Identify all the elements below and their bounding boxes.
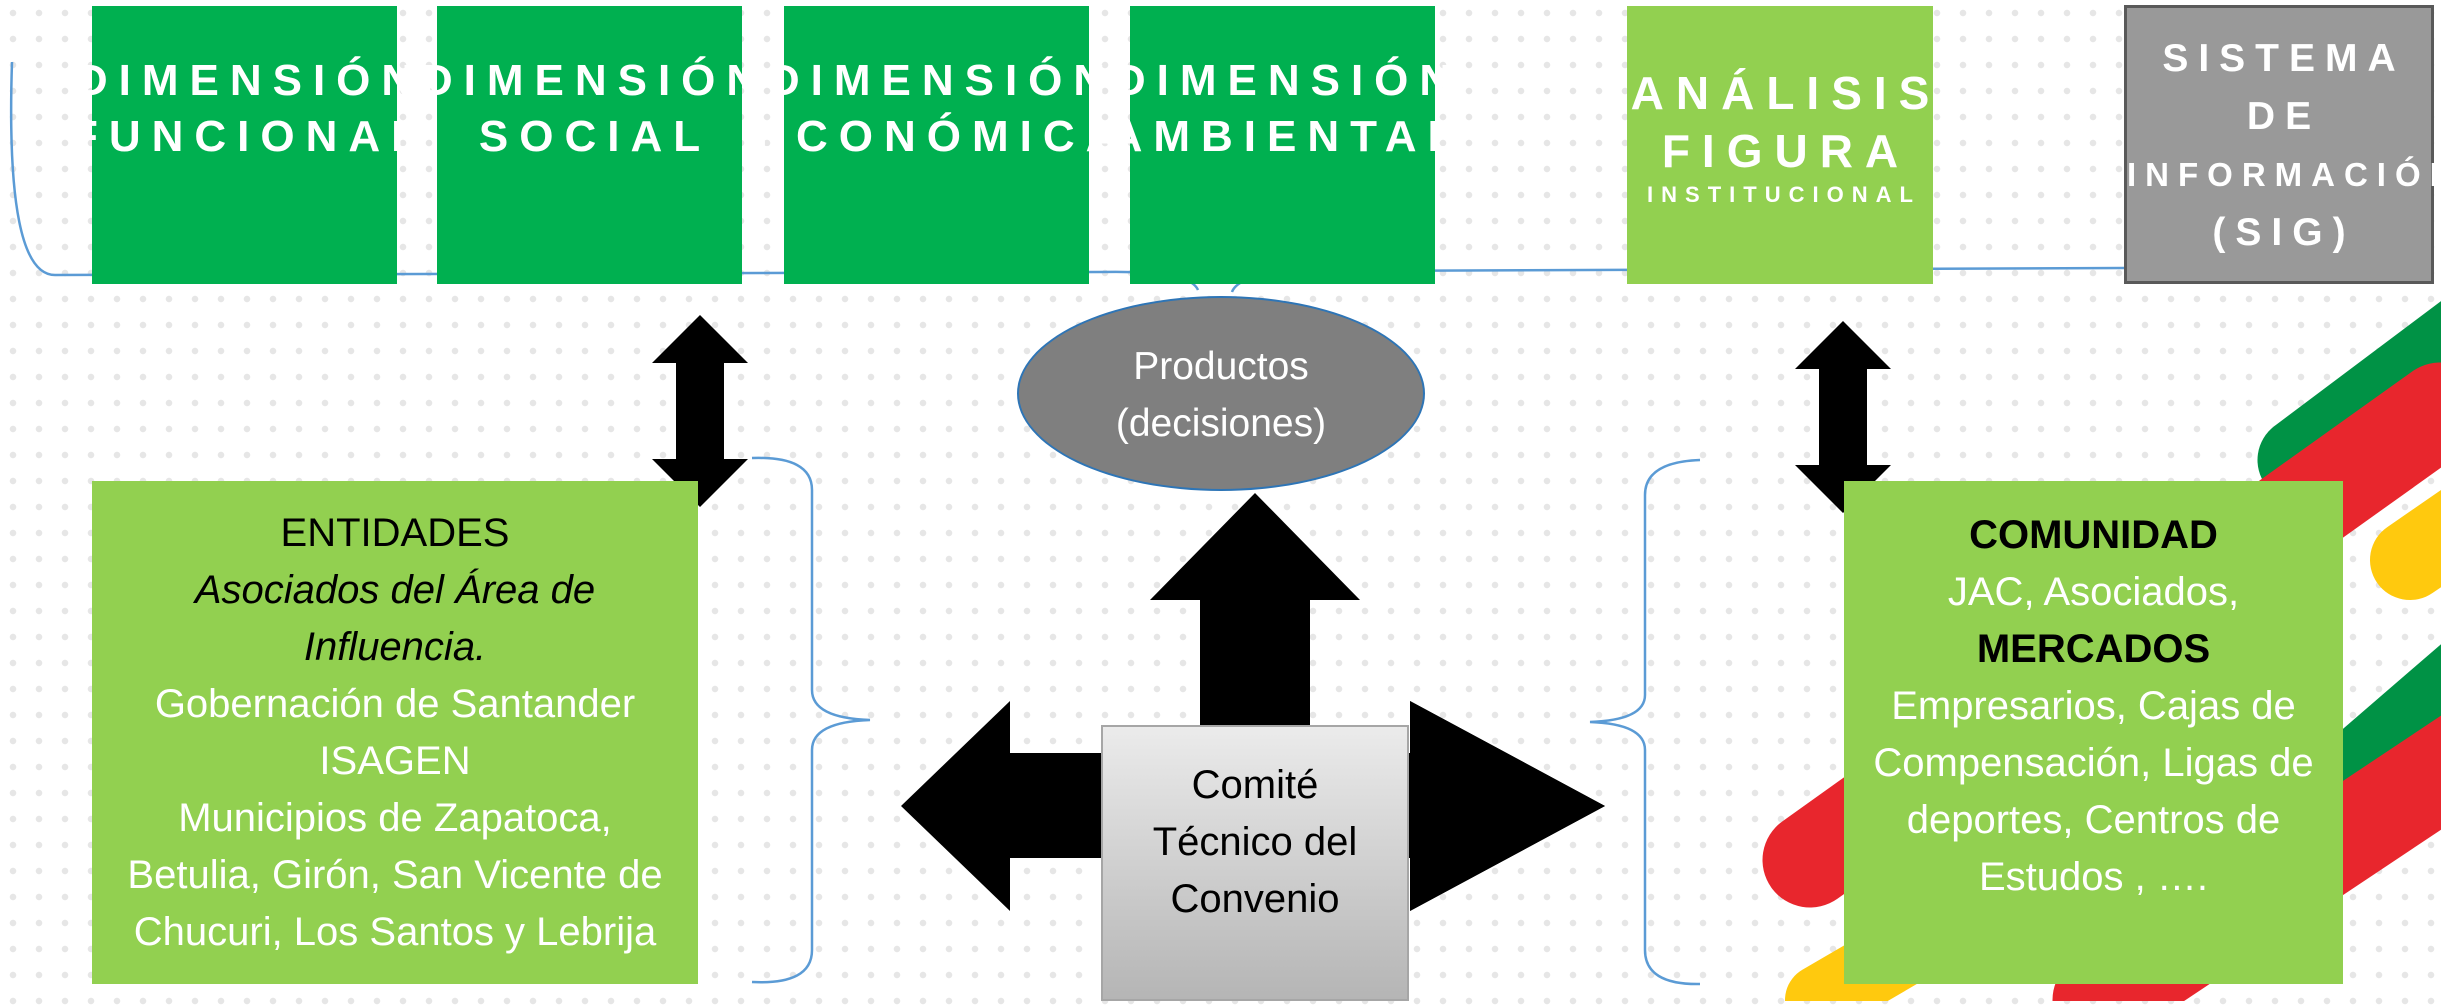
entidades-item: Chucuri, Los Santos y Lebrija [133,910,657,954]
sig-line2: DE [2246,95,2322,138]
comite-tecnico-box: Comité Técnico del Convenio [1101,725,1409,1001]
comunidad-line: Empresarios, Cajas de [1891,684,2296,728]
entidades-item: ISAGEN [319,739,471,783]
comite-line1: Comité [1191,763,1319,807]
analisis-line1: ANÁLISIS [1630,67,1942,119]
productos-ellipse: Productos (decisiones) [1017,296,1425,491]
dimension-funcional-box: DIMENSIÓN FUNCIONAL [71,6,418,284]
dimension-label-line1: DIMENSIÓN [767,56,1117,105]
entidades-title: ENTIDADES [280,511,510,555]
entidades-item: Municipios de Zapatoca, [178,796,612,840]
dimension-label-line1: DIMENSIÓN [420,56,770,105]
sig-line1: SISTEMA [2162,37,2406,80]
entidades-subtitle1: Asociados del Área de [194,568,596,612]
analisis-figura-box: ANÁLISIS FIGURA INSTITUCIONAL [1627,6,1933,284]
dimension-ambiental-box: DIMENSIÓN AMBIENTAL [1111,6,1454,284]
entidades-box: ENTIDADES Asociados del Área de Influenc… [92,481,698,984]
comunidad-line: JAC, Asociados, [1947,570,2240,614]
comunidad-line: Compensación, Ligas de [1873,741,2314,785]
comunidad-title: COMUNIDAD [1969,513,2218,557]
comite-line3: Convenio [1170,877,1340,921]
sig-line3: INFORMACIÓN [2127,156,2441,193]
comite-line2: Técnico del [1152,820,1358,864]
comunidad-line: Estudos , …. [1979,855,2208,899]
dimension-label-line1: DIMENSIÓN [1113,56,1463,105]
analisis-line3: INSTITUCIONAL [1647,182,1921,207]
right-double-arrow [1795,321,1891,513]
entidades-subtitle2: Influencia. [303,625,487,669]
sig-line4: (SIG) [2212,211,2356,254]
productos-line1: Productos [1133,345,1309,388]
dimension-economica-box: DIMENSIÓN ECONÓMICA [756,6,1117,284]
mercados-title: MERCADOS [1976,627,2211,671]
dimension-label-line2: AMBIENTAL [1110,112,1466,161]
comunidad-box: COMUNIDAD JAC, Asociados, MERCADOS Empre… [1844,481,2343,984]
dimension-social-box: DIMENSIÓN SOCIAL [421,6,758,284]
left-double-arrow [652,315,748,507]
dimension-label-line2: ECONÓMICA [755,112,1129,161]
analisis-line2: FIGURA [1661,125,1911,177]
dimension-label-line1: DIMENSIÓN [75,56,425,105]
productos-line2: (decisiones) [1115,402,1327,445]
entidades-item: Betulia, Girón, San Vicente de [127,853,663,897]
dimension-label-line2: FUNCIONAL [70,112,430,161]
four-way-arrows [901,493,1605,911]
dimension-label-line2: SOCIAL [478,112,712,161]
comunidad-line: deportes, Centros de [1906,798,2281,842]
sig-box: SISTEMA DE INFORMACIÓN (SIG) [2124,5,2441,284]
entidades-item: Gobernación de Santander [154,682,636,726]
